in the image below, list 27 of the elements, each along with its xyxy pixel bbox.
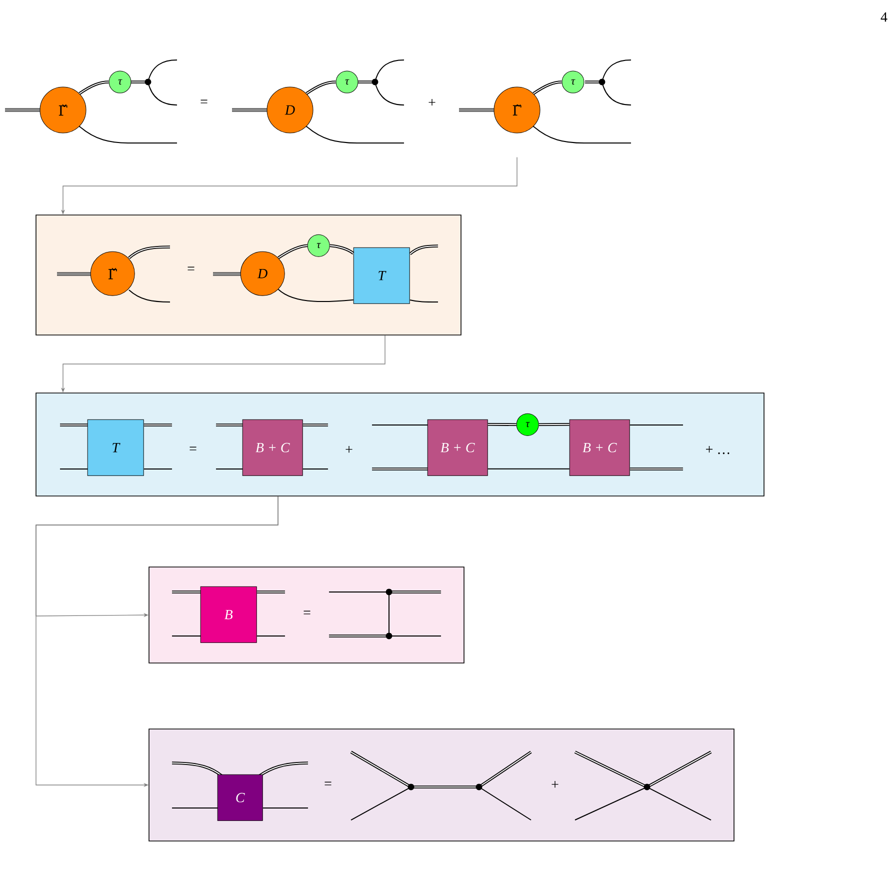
operator-sign: =	[324, 782, 332, 786]
propagator-line	[278, 244, 308, 260]
propagator-line	[278, 288, 354, 302]
operator-sign: +	[552, 781, 558, 788]
propagator-line	[329, 244, 354, 254]
kernel-box: C	[217, 774, 263, 821]
page-number: 4	[880, 12, 888, 22]
operator-sign: + …	[706, 446, 730, 454]
operator-sign: +	[428, 99, 436, 106]
kernel-box: B	[200, 586, 257, 643]
propagator-line	[78, 80, 110, 95]
kernel-box: B + C	[242, 419, 303, 476]
operator-sign: =	[200, 100, 208, 104]
propagator-line	[487, 422, 517, 426]
operator-sign: =	[190, 446, 196, 450]
propagator-line	[487, 468, 570, 470]
propagator-line	[538, 422, 570, 426]
operator-sign: +	[346, 446, 352, 453]
operator-sign: =	[188, 266, 194, 270]
operator-sign: =	[304, 610, 310, 614]
propagator-line	[306, 80, 336, 95]
equation-panel	[148, 728, 734, 842]
kernel-box: T	[353, 247, 410, 304]
kernel-box: T	[87, 419, 144, 476]
kernel-box: B + C	[569, 419, 630, 476]
kernel-box: B + C	[427, 419, 488, 476]
propagator-line	[532, 80, 562, 95]
